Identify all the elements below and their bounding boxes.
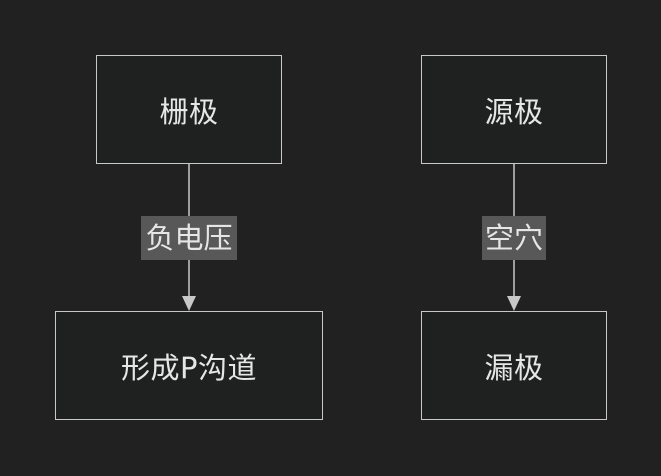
node-drain: 漏极 <box>421 311 607 420</box>
edge-label-holes: 空穴 <box>482 216 546 260</box>
node-source-label: 源极 <box>484 94 544 129</box>
node-drain-label: 漏极 <box>484 350 544 385</box>
node-source: 源极 <box>421 55 607 164</box>
arrowhead-pchannel <box>182 296 196 311</box>
edge-label-negative-voltage: 负电压 <box>141 216 237 260</box>
node-gate: 栅极 <box>96 55 282 164</box>
node-gate-label: 栅极 <box>159 94 219 129</box>
arrowhead-drain <box>507 296 521 311</box>
node-p-channel-label: 形成P沟道 <box>121 350 257 385</box>
node-p-channel: 形成P沟道 <box>55 311 323 420</box>
